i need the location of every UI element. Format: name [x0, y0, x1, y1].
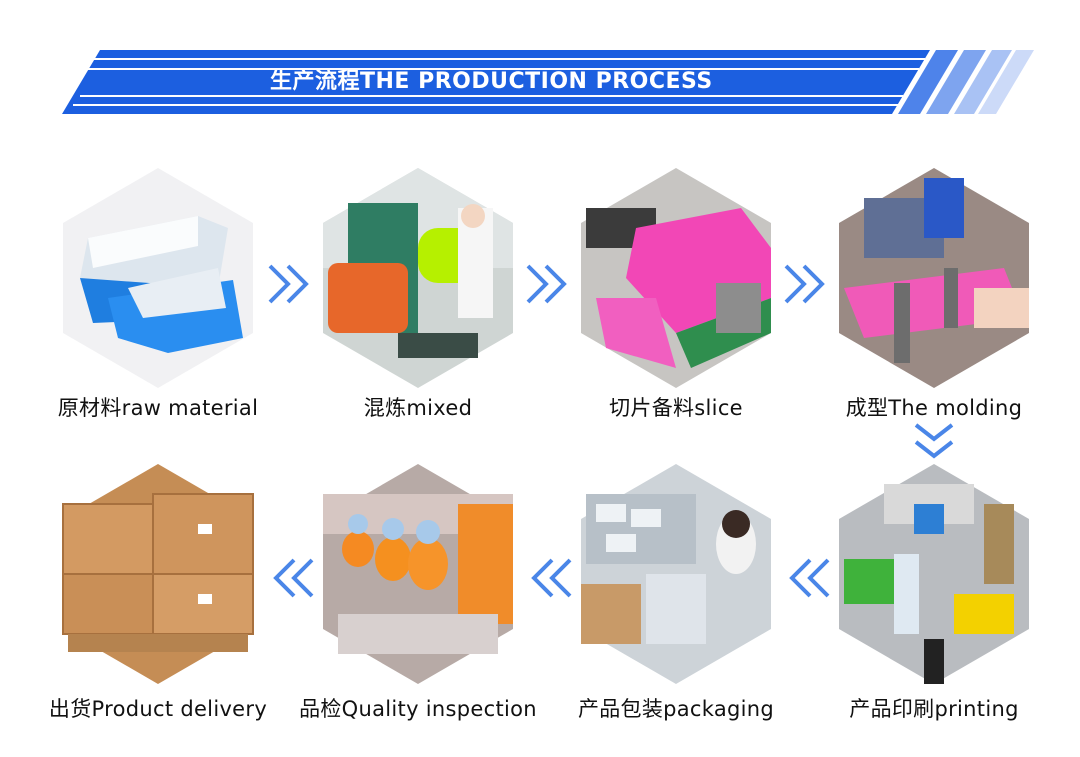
step-label-mixed: 混炼mixed	[363, 396, 473, 420]
double-chevron-left-icon	[273, 558, 314, 598]
printing-photo	[839, 464, 1029, 684]
step-label-delivery: 出货Product delivery	[48, 697, 268, 721]
double-chevron-down-icon	[914, 423, 954, 459]
packaging-photo	[581, 464, 771, 684]
banner-stripes	[62, 50, 1034, 114]
slice-photo	[581, 168, 771, 388]
page-title: 生产流程THE PRODUCTION PROCESS	[270, 69, 713, 94]
double-chevron-left-icon	[789, 558, 830, 598]
double-chevron-left-icon	[531, 558, 572, 598]
raw-material-photo	[63, 168, 253, 388]
double-chevron-right-icon	[526, 264, 567, 304]
mixed-photo	[323, 168, 513, 388]
double-chevron-right-icon	[268, 264, 309, 304]
step-label-slice: 切片备料slice	[609, 396, 743, 420]
double-chevron-right-icon	[784, 264, 825, 304]
step-label-raw-material: 原材料raw material	[57, 396, 259, 420]
quality-inspection-photo	[323, 464, 513, 684]
step-label-quality-inspection: 品检Quality inspection	[299, 697, 537, 721]
molding-photo	[839, 168, 1029, 388]
step-label-printing: 产品印刷printing	[849, 697, 1019, 721]
header-banner: 生产流程THE PRODUCTION PROCESS	[0, 0, 1080, 130]
step-label-packaging: 产品包装packaging	[577, 697, 775, 721]
delivery-photo	[62, 464, 254, 684]
step-label-molding: 成型The molding	[845, 396, 1023, 420]
